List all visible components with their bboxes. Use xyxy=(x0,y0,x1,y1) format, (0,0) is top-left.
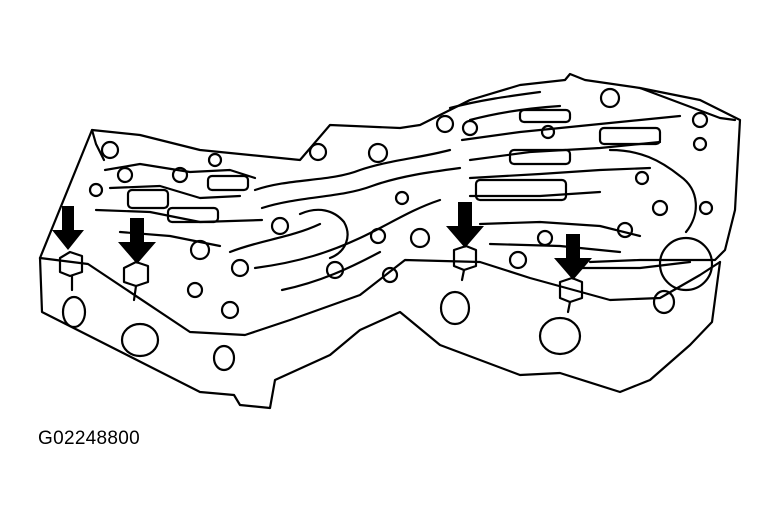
arrow-indicator xyxy=(52,206,84,250)
arrow-indicator xyxy=(446,202,484,248)
arrow-indicator xyxy=(118,218,156,264)
valve-body-outline xyxy=(38,72,742,410)
figure-caption: G02248800 xyxy=(38,428,141,449)
front-ports xyxy=(61,289,676,372)
bolt-holes xyxy=(88,87,714,320)
fluid-channels xyxy=(94,90,697,292)
arrow-indicator xyxy=(554,234,592,280)
